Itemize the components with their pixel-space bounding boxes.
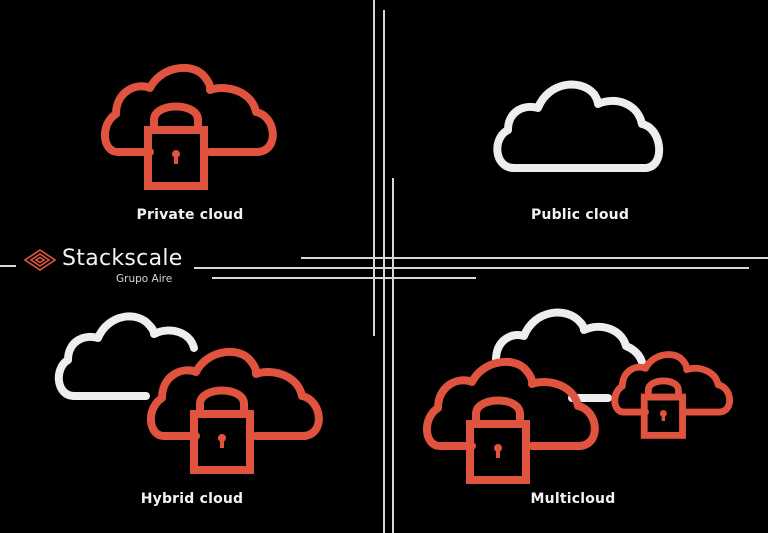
divider-horizontal-1: [301, 257, 768, 259]
cloud-icon: [493, 80, 664, 172]
label-hybrid-cloud: Hybrid cloud: [140, 491, 244, 507]
divider-horizontal-2: [194, 267, 749, 269]
brand-name: Stackscale: [62, 246, 183, 271]
stackscale-logo-icon: [23, 249, 57, 271]
divider-vertical-3: [392, 178, 394, 533]
label-private-cloud: Private cloud: [136, 207, 244, 223]
brand-subtitle: Grupo Aire: [116, 273, 173, 285]
cloud-lock-icon: [101, 63, 277, 190]
cloud-lock-icon: [423, 357, 599, 484]
label-public-cloud: Public cloud: [530, 207, 630, 223]
label-multicloud: Multicloud: [530, 491, 616, 507]
cloud-lock-icon: [147, 347, 323, 474]
cloud-icon: [55, 312, 198, 400]
divider-vertical-1: [373, 0, 375, 336]
divider-vertical-2: [383, 10, 385, 533]
divider-horizontal-3: [212, 277, 476, 279]
divider-horizontal-left: [0, 265, 16, 267]
cloud-lock-icon: [611, 351, 733, 439]
